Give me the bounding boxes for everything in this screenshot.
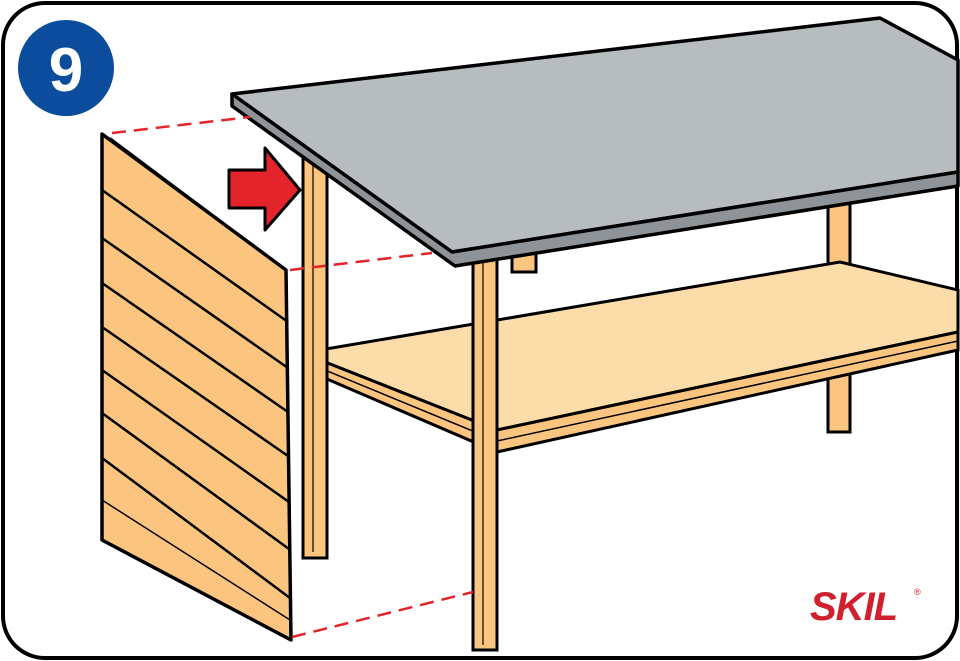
alignment-guides	[111, 115, 474, 639]
side-panel	[100, 132, 293, 642]
step-badge: 9	[18, 20, 114, 116]
logo-text: SKIL	[810, 585, 897, 629]
direction-arrow-icon	[227, 146, 302, 232]
front-leg	[471, 256, 499, 652]
back-left-leg	[301, 153, 329, 560]
registered-mark: ®	[914, 587, 921, 597]
skil-logo: SKIL ®	[810, 585, 921, 629]
step-number: 9	[49, 36, 83, 105]
tabletop	[230, 16, 960, 268]
